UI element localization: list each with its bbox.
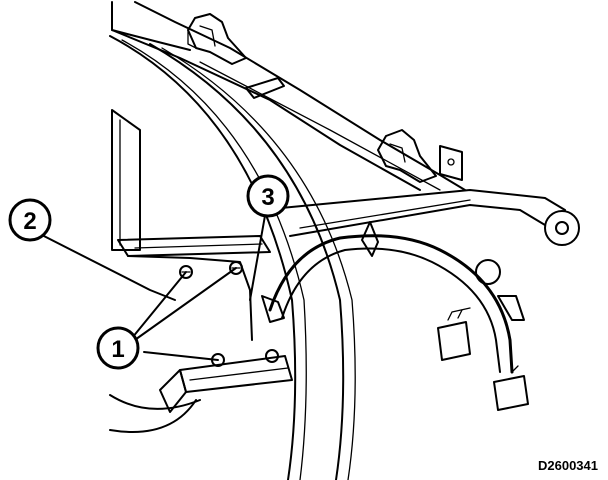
callout-2-label: 2 [23, 208, 36, 235]
leader-lines [35, 209, 267, 361]
figure-reference: D2600341 [538, 458, 598, 473]
callout-1-label: 1 [111, 336, 124, 363]
wire-harness [261, 221, 525, 374]
electrical-connector-upper [437, 307, 471, 361]
callout-3: 3 [246, 174, 290, 218]
fan-blade-arcs [109, 35, 356, 480]
shroud-frame [111, 1, 580, 246]
bolt-tab [245, 77, 285, 99]
electrical-connector-lower [493, 365, 529, 411]
middle-clip [377, 129, 463, 183]
callout-3-label: 3 [261, 184, 274, 211]
upper-clip [187, 13, 247, 65]
lower-bracket [109, 109, 293, 433]
callout-2: 2 [8, 198, 52, 242]
callout-1: 1 [96, 326, 140, 370]
